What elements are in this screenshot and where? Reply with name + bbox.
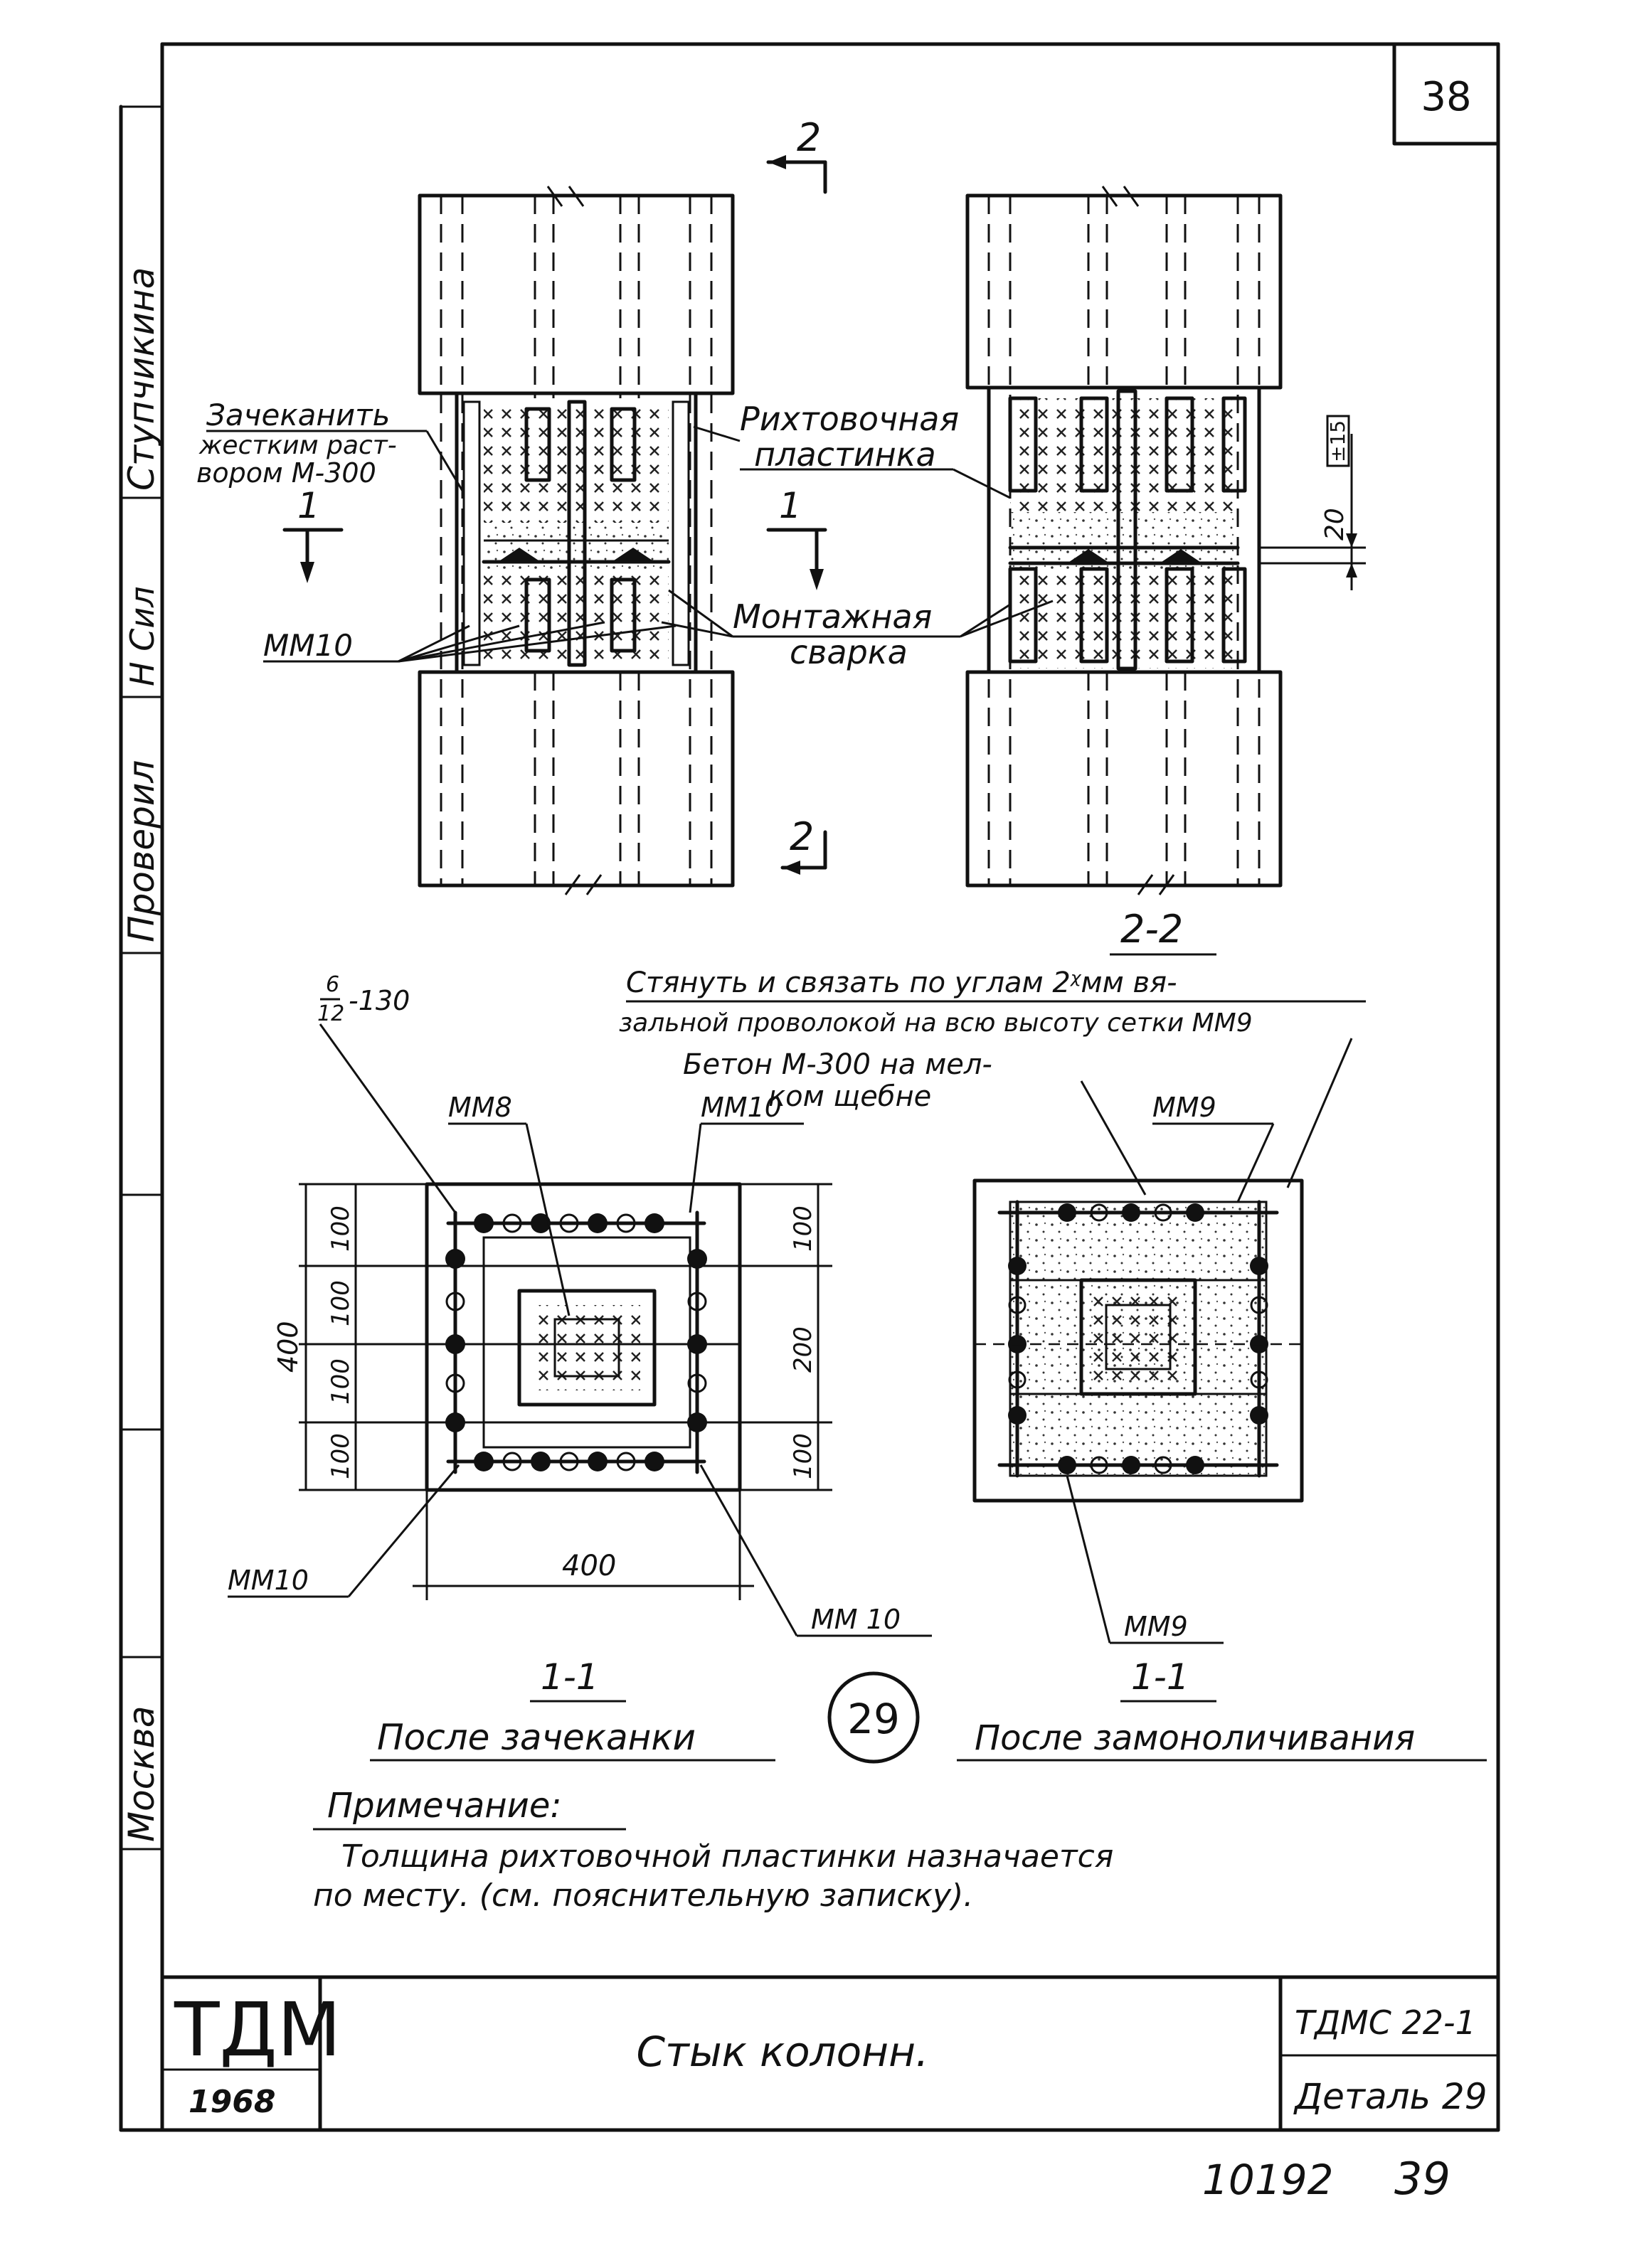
right-elevation bbox=[965, 186, 1366, 895]
right-dim-2: 200 bbox=[789, 1326, 817, 1373]
drawing-code: ТДМС 22-1 bbox=[1295, 2003, 1476, 2042]
mm9-top-label: ММ9 bbox=[1152, 1092, 1216, 1123]
gap-dimension: 20 bbox=[1320, 508, 1349, 541]
inventory-number: 10192 bbox=[1202, 2156, 1334, 2204]
left-bottom-dim: 400 bbox=[562, 1550, 616, 1582]
concrete-note-line1: Бетон М-300 на мел- bbox=[683, 1048, 992, 1081]
right-dim-3: 100 bbox=[789, 1433, 817, 1479]
tie-note-line1: Стянуть и связать по углам 2ᵡмм вя- bbox=[626, 967, 1177, 999]
note-line-1: Толщина рихтовочной пластинки назначаетс… bbox=[341, 1838, 1113, 1875]
section-2-top-label: 2 bbox=[797, 115, 821, 160]
section-1-left-label: 1 bbox=[297, 485, 320, 526]
caulk-label-line2: жестким раст- bbox=[198, 431, 397, 460]
section-1-markers bbox=[282, 528, 827, 590]
org-year: 1968 bbox=[189, 2084, 275, 2120]
left-dim-1: 100 bbox=[327, 1205, 355, 1252]
gap-tolerance: ±15 bbox=[1326, 420, 1349, 462]
sheet-number: 38 bbox=[1421, 74, 1471, 120]
left-dim-3: 100 bbox=[327, 1358, 355, 1405]
mm10-bottom-left-label: ММ10 bbox=[228, 1565, 309, 1596]
mm9-bottom-label: ММ9 bbox=[1124, 1611, 1188, 1642]
plate-label-line2: пластинка bbox=[754, 435, 936, 474]
sidebar-city: Москва bbox=[121, 1705, 162, 1842]
note-heading: Примечание: bbox=[327, 1786, 562, 1826]
rebar-top: 6 bbox=[326, 972, 339, 997]
right-section-title: После замоноличивания bbox=[975, 1718, 1415, 1758]
detail-number-circle bbox=[827, 1671, 920, 1764]
caulk-label-line3: вором М-300 bbox=[196, 457, 376, 489]
drawing-title: Стык колонн. bbox=[637, 2028, 929, 2076]
org-logo: ТДМ bbox=[174, 1986, 341, 2073]
mm10-elevation-label: ММ10 bbox=[263, 628, 353, 663]
right-section-bars bbox=[1008, 1203, 1268, 1474]
detail-number: 29 bbox=[847, 1695, 900, 1743]
detail-label: Деталь 29 bbox=[1293, 2076, 1487, 2117]
page-number: 39 bbox=[1394, 2153, 1450, 2205]
left-section-title: После зачеканки bbox=[377, 1717, 696, 1758]
title-block bbox=[160, 1975, 1500, 2132]
sidebar-author-name: Ступчикина bbox=[121, 267, 162, 491]
section-1-right-label: 1 bbox=[779, 485, 802, 526]
left-dim-2: 100 bbox=[327, 1280, 355, 1326]
tie-note-line2: зальной проволокой на всю высоту сетки М… bbox=[619, 1008, 1253, 1038]
sheet-frame bbox=[119, 42, 1500, 2132]
sidebar-checker-role: Проверил bbox=[121, 760, 162, 942]
section-2-markers bbox=[766, 155, 827, 875]
left-overall-dim: 400 bbox=[272, 1321, 304, 1373]
mm8-label: ММ8 bbox=[448, 1092, 512, 1123]
weld-label-line1: Монтажная bbox=[733, 597, 932, 636]
left-dim-4: 100 bbox=[327, 1433, 355, 1479]
mm10-bottom-right-label: ММ 10 bbox=[811, 1604, 901, 1635]
right-dim-1: 100 bbox=[789, 1205, 817, 1252]
left-elevation bbox=[418, 186, 735, 895]
weld-label-line2: сварка bbox=[790, 633, 908, 671]
note-line-2: по месту. (см. пояснительную записку). bbox=[313, 1878, 973, 1914]
left-section-number: 1-1 bbox=[541, 1656, 599, 1698]
mm10-top-label: ММ10 bbox=[701, 1092, 782, 1123]
left-section-bars bbox=[445, 1213, 707, 1471]
sidebar-checker-signature: Н Сил bbox=[123, 586, 161, 686]
concrete-note-line2: ком щебне bbox=[768, 1080, 931, 1113]
rebar-bottom: 12 bbox=[317, 1001, 344, 1026]
view-2-2-label: 2-2 bbox=[1120, 907, 1183, 952]
section-2-bottom-label: 2 bbox=[790, 814, 814, 859]
rebar-spacing: -130 bbox=[349, 985, 410, 1016]
left-section-view bbox=[299, 1182, 832, 1600]
caulk-label-line1: Зачеканить bbox=[206, 398, 390, 432]
right-section-view bbox=[972, 1178, 1304, 1503]
plate-label-line1: Рихтовочная bbox=[740, 400, 959, 438]
right-section-number: 1-1 bbox=[1131, 1656, 1189, 1698]
